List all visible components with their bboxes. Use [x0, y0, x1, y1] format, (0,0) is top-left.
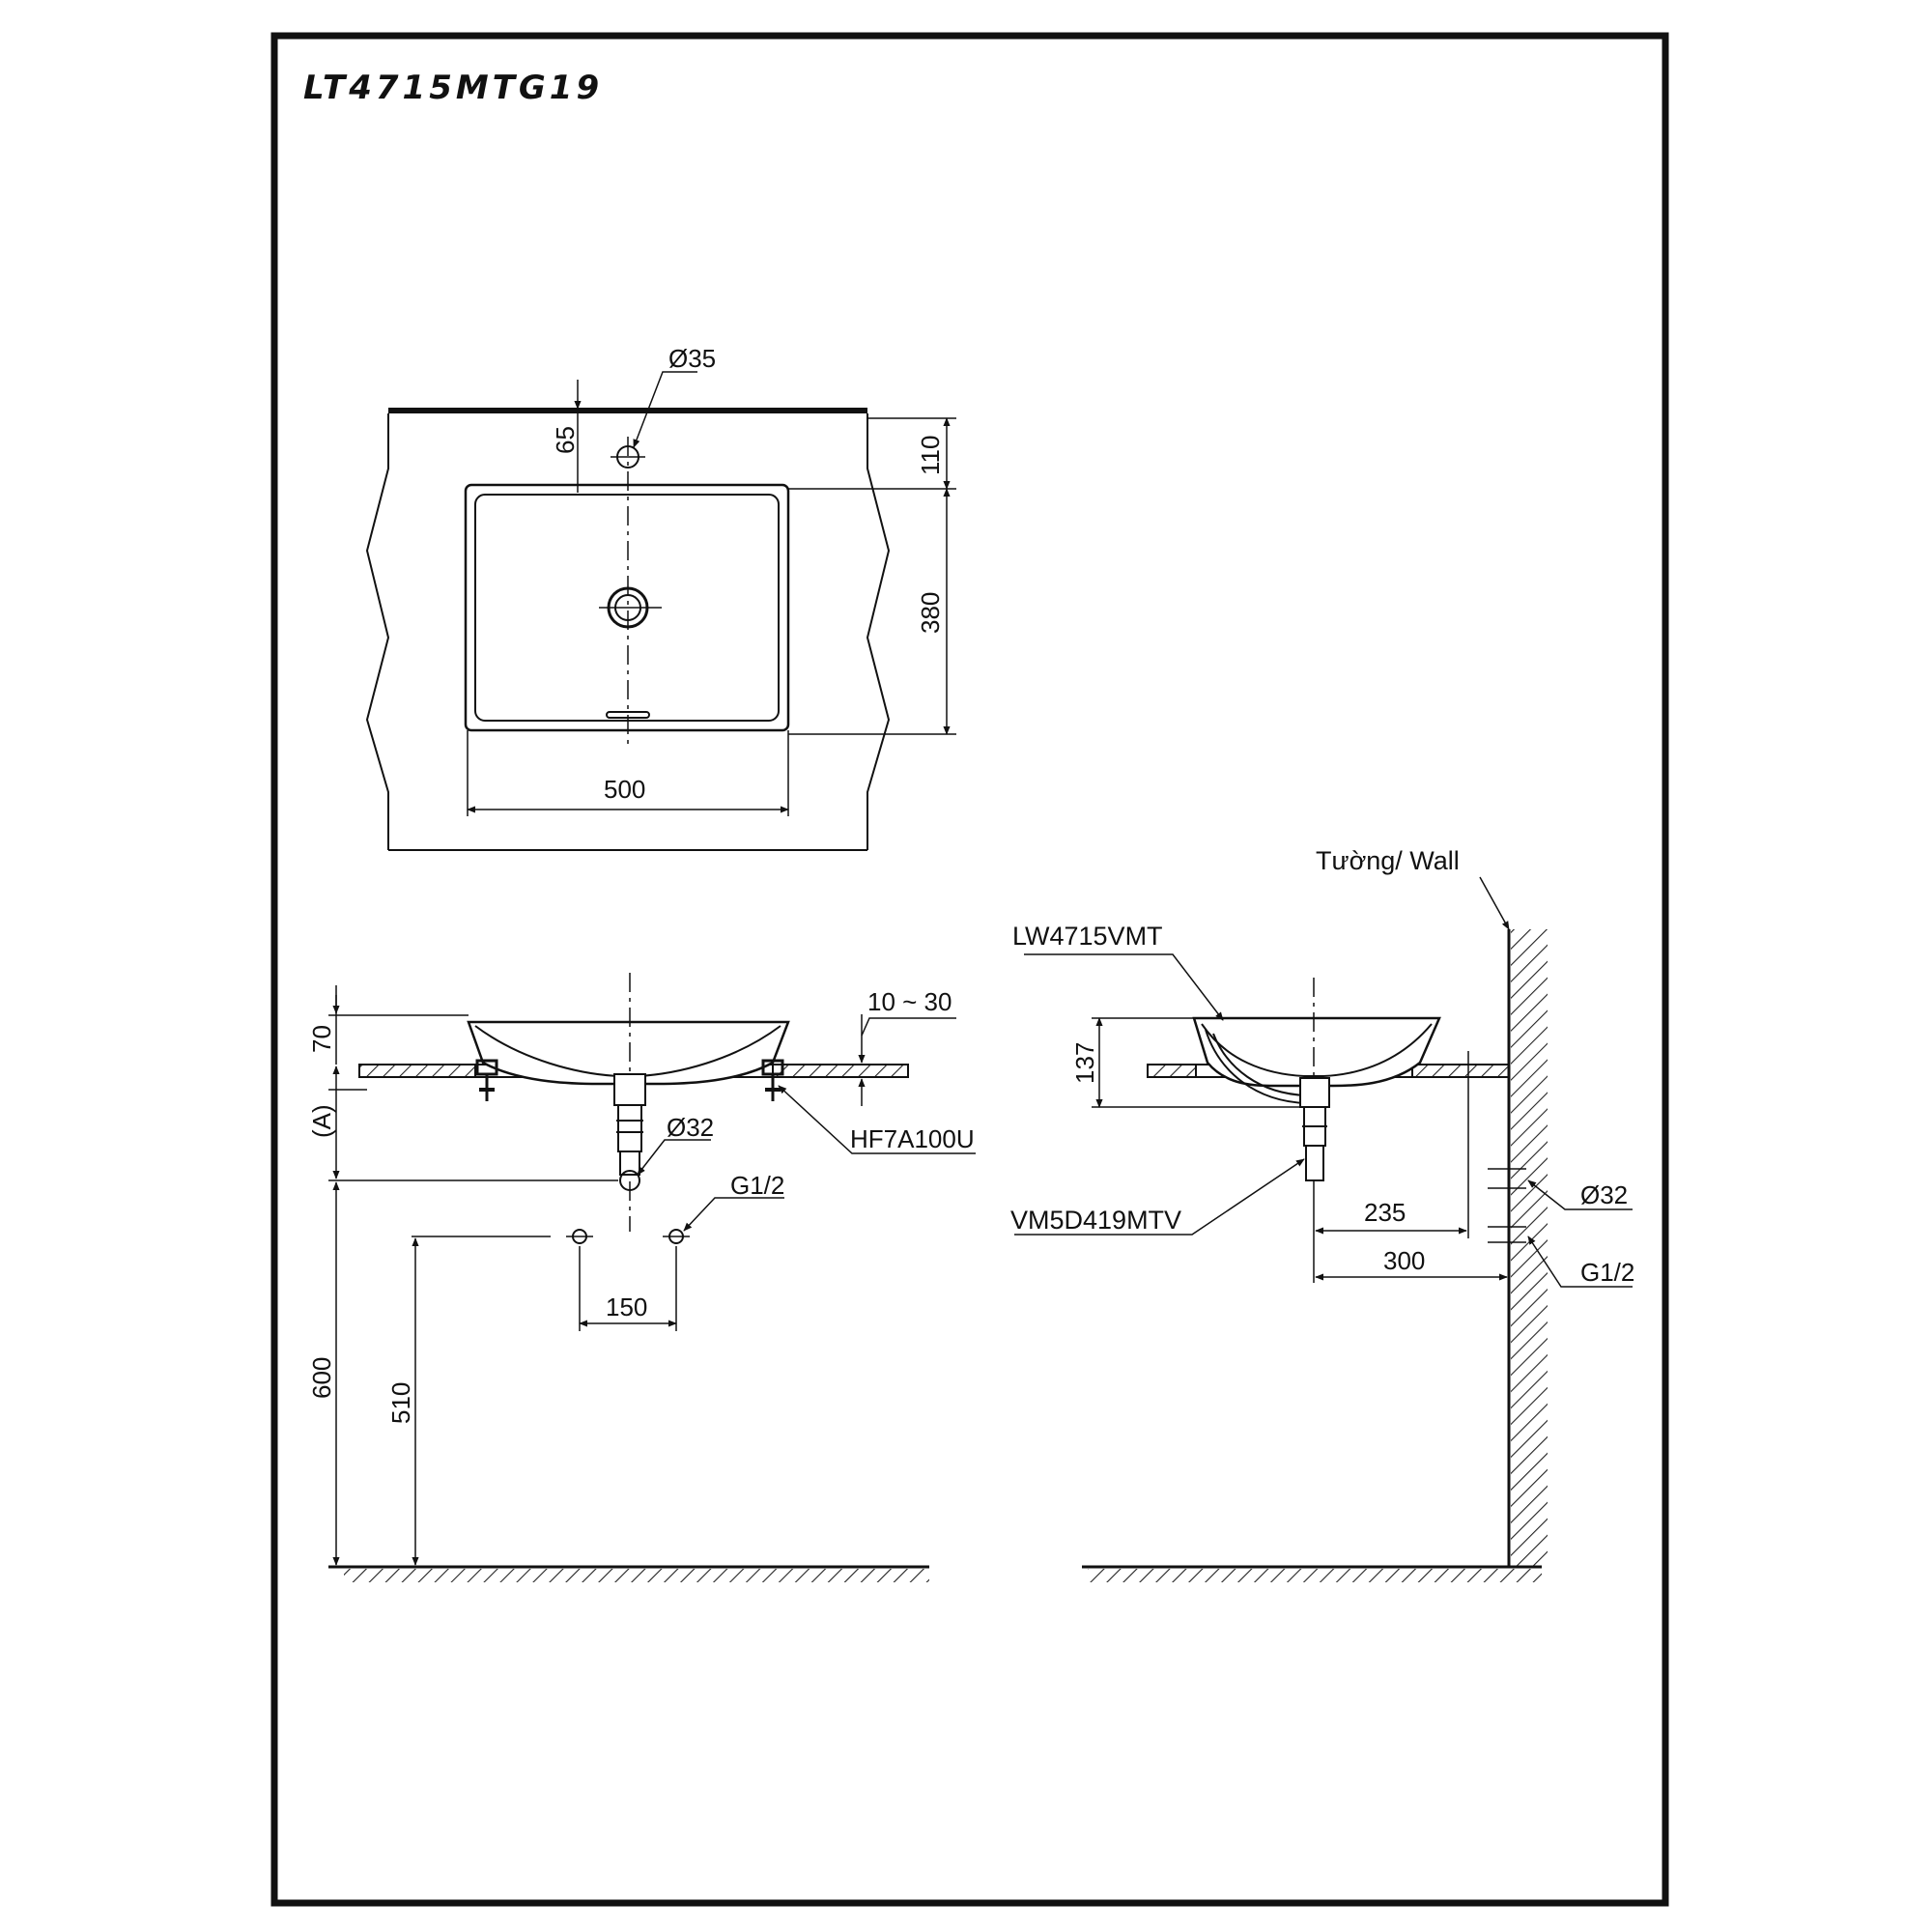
dim-510-label: 510 [386, 1382, 415, 1424]
side-drain-body [1299, 1077, 1330, 1108]
front-drain-diameter-label: Ø32 [667, 1113, 714, 1142]
dim-380-label: 380 [916, 592, 945, 634]
wall-hatch [1511, 929, 1548, 1567]
hole-diameter-label: Ø35 [668, 344, 716, 373]
dim-10-30-label: 10 ~ 30 [867, 987, 952, 1016]
side-view [1014, 876, 1633, 1582]
side-floor-hatch [1088, 1569, 1542, 1582]
front-floor-hatch [344, 1569, 929, 1582]
side-basin-outer [1192, 1016, 1441, 1088]
overflow-slot [606, 711, 650, 719]
basin-inner [474, 494, 780, 722]
counter-break-right [866, 413, 891, 850]
basin-part-leader [1024, 953, 1224, 1021]
front-drain-outlet [619, 1170, 640, 1191]
hole-offset-label: 65 [551, 426, 580, 454]
front-counter-slab-left [358, 1064, 476, 1078]
front-drain-tail [619, 1151, 640, 1176]
dim-137-label: 137 [1070, 1042, 1099, 1084]
front-g12-leader [683, 1197, 784, 1232]
dim-300-label: 300 [1383, 1246, 1425, 1275]
top-view [365, 371, 956, 851]
dim-110-label: 110 [916, 436, 945, 475]
dim-150-label: 150 [606, 1293, 647, 1321]
side-dia32-leader [1527, 1179, 1633, 1210]
front-dia32-leader [637, 1139, 711, 1176]
basin-outline [464, 483, 790, 732]
model-title: LT4715MTG19 [303, 69, 603, 107]
wall-label: Tường/ Wall [1316, 846, 1460, 875]
side-drain-tail [1305, 1145, 1324, 1181]
dim-235-label: 235 [1364, 1198, 1406, 1227]
counter-break-left [365, 413, 390, 850]
front-drain-part-label: HF7A100U [850, 1124, 975, 1153]
front-counter-slab-right [772, 1064, 909, 1078]
side-g12-leader [1527, 1236, 1633, 1288]
front-basin-outer [467, 1020, 790, 1086]
dim-70-label: 70 [307, 1025, 336, 1053]
front-supply-label: G1/2 [730, 1171, 784, 1200]
dim-500-label: 500 [604, 775, 645, 804]
front-drain-pipe [617, 1104, 642, 1152]
side-supply-label: G1/2 [1580, 1258, 1634, 1287]
valve-part-leader [1014, 1158, 1305, 1236]
dia35-leader [633, 371, 697, 448]
side-counter-slab-left [1147, 1064, 1197, 1078]
side-overflow-channel [1205, 1029, 1307, 1104]
side-drain-diameter-label: Ø32 [1580, 1180, 1628, 1209]
dim-600-label: 600 [307, 1357, 336, 1399]
basin-part-label: LW4715VMT [1012, 922, 1163, 951]
drawing-frame [270, 32, 1669, 1907]
front-hf7a100u-leader [778, 1085, 976, 1154]
wall-label-leader [1479, 876, 1510, 930]
front-view [328, 973, 976, 1582]
side-counter-slab-right [1411, 1064, 1510, 1078]
dim-a-label: (A) [307, 1104, 336, 1138]
valve-part-label: VM5D419MTV [1010, 1206, 1181, 1235]
front-drain-body [613, 1073, 646, 1106]
dim-10-30-leader [861, 1017, 956, 1037]
